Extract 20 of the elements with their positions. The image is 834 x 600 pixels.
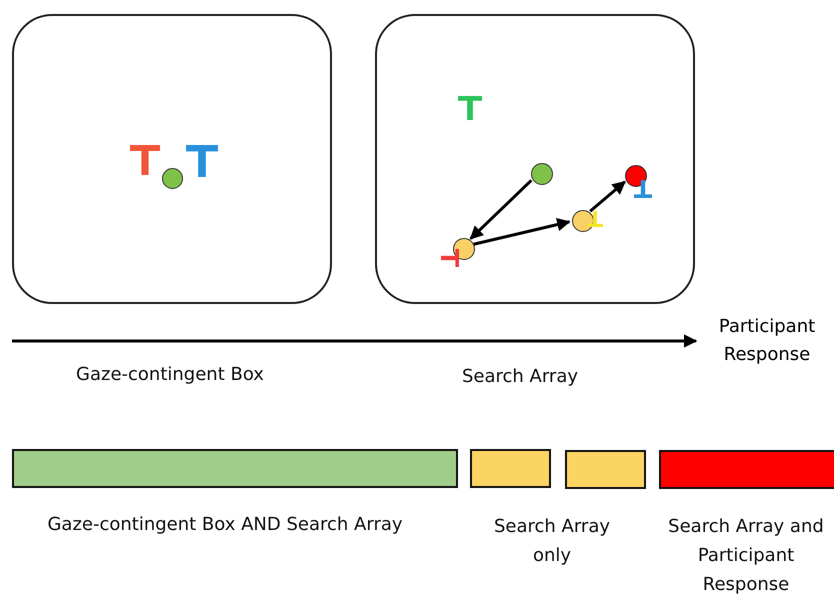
fixation-dot [531, 163, 553, 185]
caption-text: Search Array [460, 365, 580, 389]
fixation-dot [572, 210, 594, 232]
caption-text: Search Array only [492, 515, 612, 568]
caption-text: Gaze-contingent Box AND Search Array [46, 513, 404, 537]
timeline-bar [659, 450, 834, 489]
caption-text: Search Array and Participant Response [668, 515, 824, 597]
arrow [589, 180, 626, 212]
display-screen [12, 14, 332, 304]
caption-text: Gaze-contingent Box [75, 363, 265, 387]
arrow [470, 179, 532, 240]
timeline-bar [565, 450, 646, 489]
timeline-bar [470, 449, 551, 488]
arrow [473, 218, 571, 246]
timeline-bar [12, 449, 458, 488]
arrow [12, 334, 698, 348]
response-label: Participant Response [700, 313, 834, 371]
fixation-dot [625, 165, 647, 187]
display-screen [375, 14, 695, 304]
fixation-dot [162, 168, 183, 189]
